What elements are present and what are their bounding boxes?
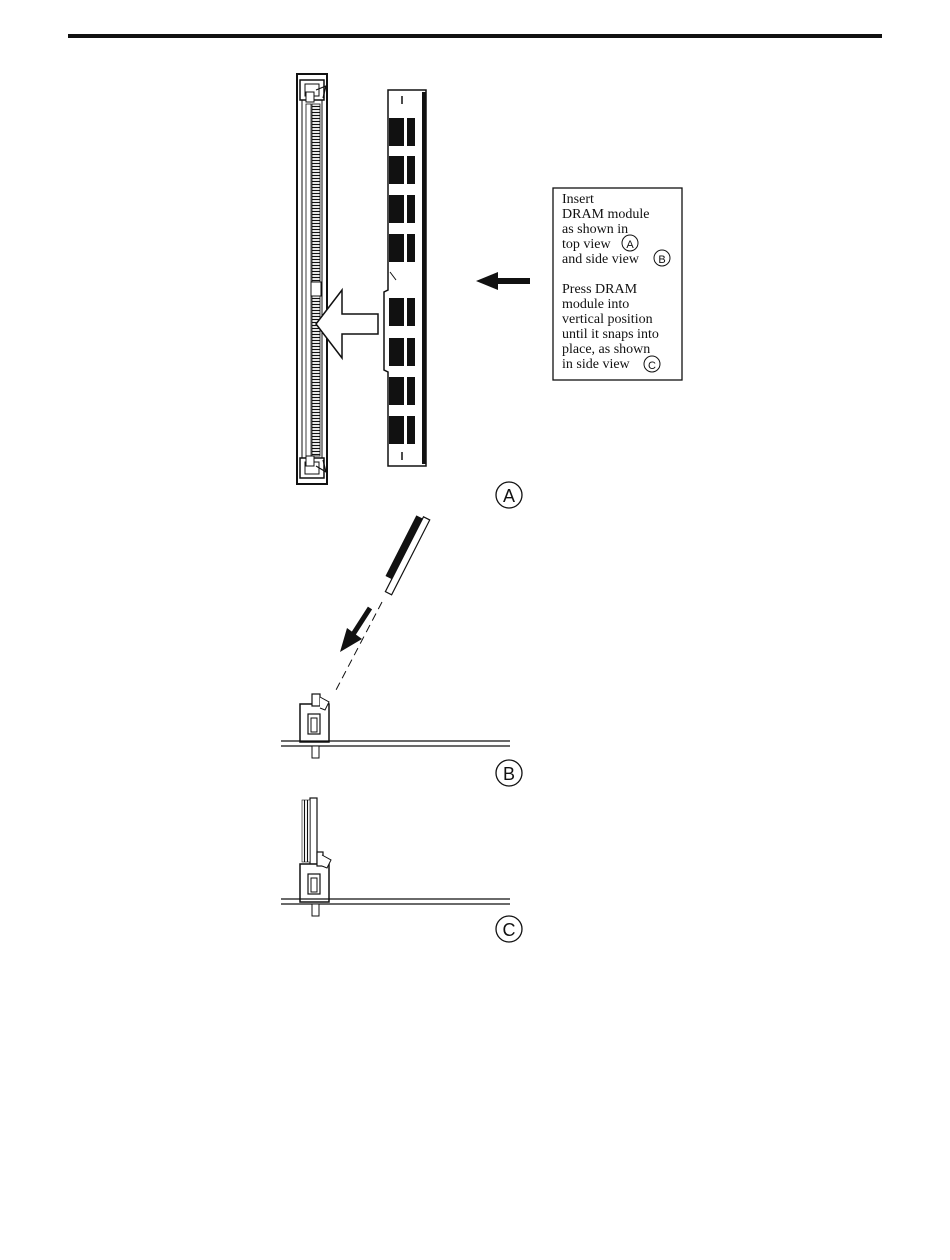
callout-line: DRAM module bbox=[562, 207, 650, 222]
view-label-b: B bbox=[496, 760, 522, 786]
top-view-socket bbox=[297, 74, 327, 484]
view-label-a: A bbox=[496, 482, 522, 508]
svg-text:A: A bbox=[503, 486, 515, 506]
view-label-c: C bbox=[496, 916, 522, 942]
callout-line: Insert bbox=[562, 192, 594, 207]
side-view-insert bbox=[281, 514, 510, 758]
callout-line: vertical position bbox=[562, 312, 653, 327]
callout-line: in side view bbox=[562, 357, 631, 372]
svg-text:C: C bbox=[503, 920, 516, 940]
callout-line: and side view bbox=[562, 252, 640, 267]
ref-letter: A bbox=[626, 239, 634, 251]
callout-line: top view bbox=[562, 237, 611, 252]
callout-line: as shown in bbox=[562, 222, 628, 237]
callout-line: module into bbox=[562, 297, 629, 312]
ref-letter: B bbox=[658, 254, 665, 266]
callout-line: Press DRAM bbox=[562, 282, 638, 297]
callout-line: until it snaps into bbox=[562, 327, 659, 342]
instruction-callout: Insert DRAM module as shown in top view … bbox=[553, 188, 682, 380]
svg-text:B: B bbox=[503, 764, 515, 784]
callout-pointer-arrow bbox=[476, 272, 530, 290]
callout-line: place, as shown bbox=[562, 342, 650, 357]
side-view-seated bbox=[281, 798, 510, 916]
insertion-arrow-hollow bbox=[316, 290, 378, 358]
header-rule bbox=[68, 34, 882, 38]
ref-letter: C bbox=[648, 360, 656, 372]
top-view-dram-module bbox=[384, 90, 426, 466]
